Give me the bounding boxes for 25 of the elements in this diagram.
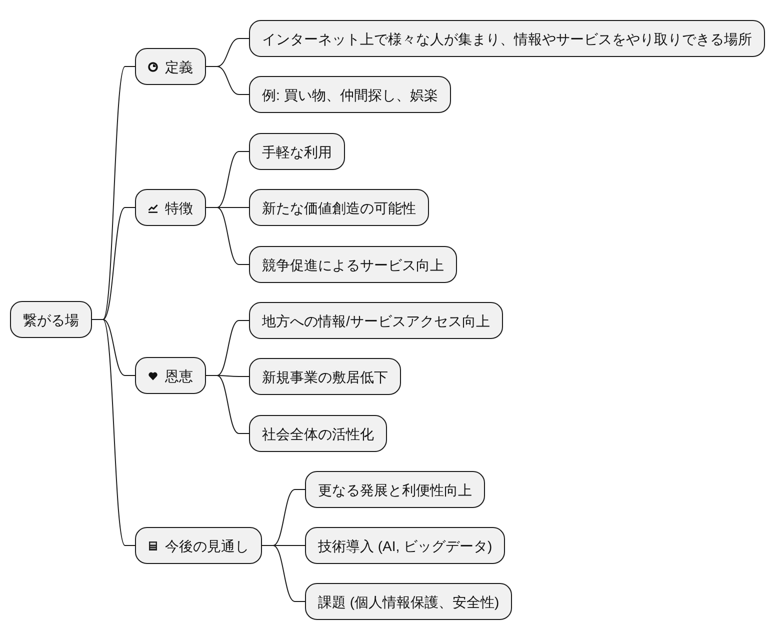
leaf-topic-box: 技術導入 (AI, ビッグデータ) bbox=[305, 527, 506, 564]
branch-topic-box bbox=[135, 189, 206, 226]
leaf-topic-box: 課題 (個人情報保護、安全性) bbox=[305, 583, 512, 620]
leaf-topic-box: 手軽な利用 bbox=[249, 133, 345, 170]
connector-line bbox=[206, 375, 250, 434]
branch-topic-box bbox=[135, 527, 262, 564]
topic-label: 特徴 bbox=[165, 200, 193, 214]
leaf-topic-box: 社会全体の活性化 bbox=[249, 415, 387, 452]
topic-label: 今後の見通し bbox=[165, 538, 249, 552]
leaf-topic-box: 新規事業の敷居低下 bbox=[249, 358, 401, 395]
branch-topic-box bbox=[135, 357, 206, 394]
connector-line bbox=[206, 66, 250, 95]
leaf-topic-box: 例: 買い物、仲間探し、娯楽 bbox=[249, 76, 451, 113]
leaf-topic-box: 競争促進によるサービス向上 bbox=[249, 246, 457, 283]
topic-label: 恩恵 bbox=[165, 368, 193, 382]
connector-line bbox=[92, 319, 136, 546]
connector-line bbox=[262, 545, 306, 602]
topic-label: 定義 bbox=[165, 60, 193, 74]
central-topic-box: 繋がる場 bbox=[10, 301, 92, 338]
leaf-topic-box: 地方への情報/サービスアクセス向上 bbox=[249, 302, 503, 339]
leaf-topic-box: 更なる発展と利便性向上 bbox=[305, 471, 485, 508]
leaf-topic-box: インターネット上で様々な人が集まり、情報やサービスをやり取りできる場所 bbox=[249, 20, 765, 57]
branch-topic-box bbox=[135, 48, 206, 85]
leaf-topic-box: 新たな価値創造の可能性 bbox=[249, 189, 429, 226]
connector-line bbox=[206, 207, 250, 265]
